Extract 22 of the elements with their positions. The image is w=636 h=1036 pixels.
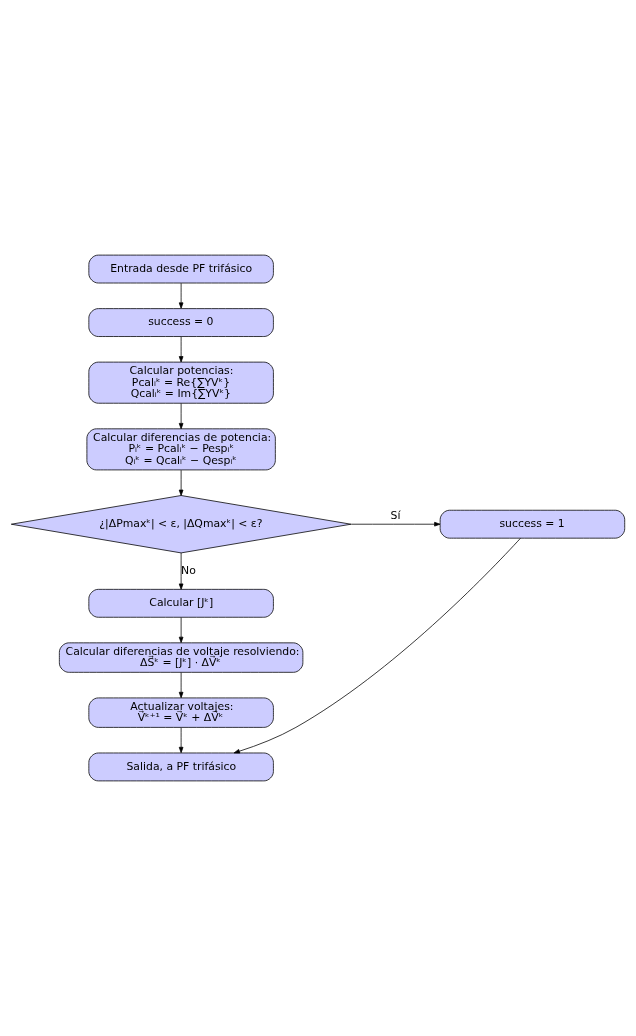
arrow — [178, 336, 184, 363]
node-box: Salida, a PF trifásico — [88, 752, 274, 782]
node-box: Calcular diferencias de voltaje resolviendo: ΔS⃗ᵏ = [Jᵏ] · ΔV⃗ᵏ — [59, 642, 304, 673]
arrow — [350, 521, 441, 527]
arrow — [233, 537, 521, 754]
node-box: Calcular potencias: Pcalᵢᵏ = Re{∑YVᵏ} Qcalᵢᵏ = Im{∑YVᵏ} — [88, 361, 274, 404]
node-box: Calcular diferencias de potencia: Pᵢᵏ = Pcalᵢᵏ − Pespᵢᵏ Qᵢᵏ = Qcalᵢᵏ − Qespᵢᵏ — [86, 428, 276, 471]
node-box: Entrada desde PF trifásico — [88, 254, 274, 284]
node-box: Actualizar voltajes: V⃗ᵏ⁺¹ = V⃗ᵏ + ΔV⃗ᵏ — [88, 697, 274, 728]
node-box: success = 1 — [439, 509, 626, 539]
arrow — [178, 727, 184, 754]
edge-label: Sí — [390, 508, 401, 522]
arrow — [178, 672, 184, 699]
edge-label: No — [181, 563, 196, 577]
arrow — [178, 552, 184, 590]
node-box: success = 0 — [88, 308, 274, 337]
arrow — [178, 469, 184, 496]
arrow — [178, 402, 184, 430]
arrow — [178, 282, 184, 309]
node-box: Calcular [Jᵏ] — [88, 588, 274, 618]
node-diamond: ¿|ΔPmaxᵏ| < ε, |ΔQmaxᵏ| < ε? — [10, 495, 352, 554]
arrow — [178, 617, 184, 643]
